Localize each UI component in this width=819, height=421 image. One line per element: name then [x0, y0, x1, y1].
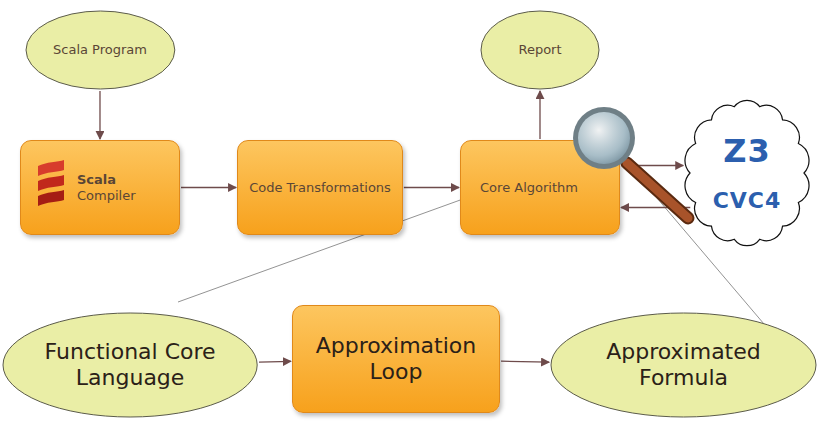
solver-cloud: Z3CVC4	[680, 95, 814, 251]
data-ellipse: Scala Program	[25, 10, 176, 90]
node-label: Scala Program	[53, 42, 147, 58]
ellipse-outline	[551, 313, 816, 417]
ellipse-outline	[26, 11, 175, 89]
node-label: Core Algorithm	[480, 180, 578, 196]
process-box: Code Transformations	[237, 140, 403, 235]
node-label: Scala	[77, 172, 116, 188]
node-label: Report	[518, 42, 561, 58]
cloud-outline	[685, 100, 809, 245]
flow-arrow	[621, 165, 683, 166]
node-label: Approximation Loop	[312, 333, 480, 386]
data-ellipse: Report	[480, 10, 600, 90]
solver-logo-text: CVC4	[713, 188, 782, 214]
node-label: Functional Core Language	[44, 339, 216, 392]
node-label: Compiler	[77, 188, 136, 204]
cloud-outline	[680, 95, 814, 251]
process-box: Approximation Loop	[292, 305, 500, 413]
magnifier-icon	[573, 107, 688, 218]
flow-arrow	[539, 91, 540, 139]
flow-arrow	[181, 187, 236, 188]
flow-arrow	[621, 207, 690, 208]
node-label: Code Transformations	[249, 180, 391, 196]
flow-arrow	[99, 91, 100, 139]
ellipse-outline	[481, 11, 599, 89]
data-ellipse: Approximated Formula	[550, 312, 817, 418]
scala-logo	[38, 160, 64, 206]
flow-arrow	[259, 361, 291, 363]
process-box: Core Algorithm	[460, 140, 620, 235]
flow-arrow	[404, 187, 459, 188]
node-label: Approximated Formula	[594, 339, 774, 392]
flow-arrow	[501, 361, 549, 362]
process-box: ScalaCompiler	[20, 140, 180, 235]
data-ellipse: Functional Core Language	[2, 312, 258, 418]
solver-logo-text: Z3	[723, 132, 770, 170]
ellipse-outline	[3, 313, 257, 417]
